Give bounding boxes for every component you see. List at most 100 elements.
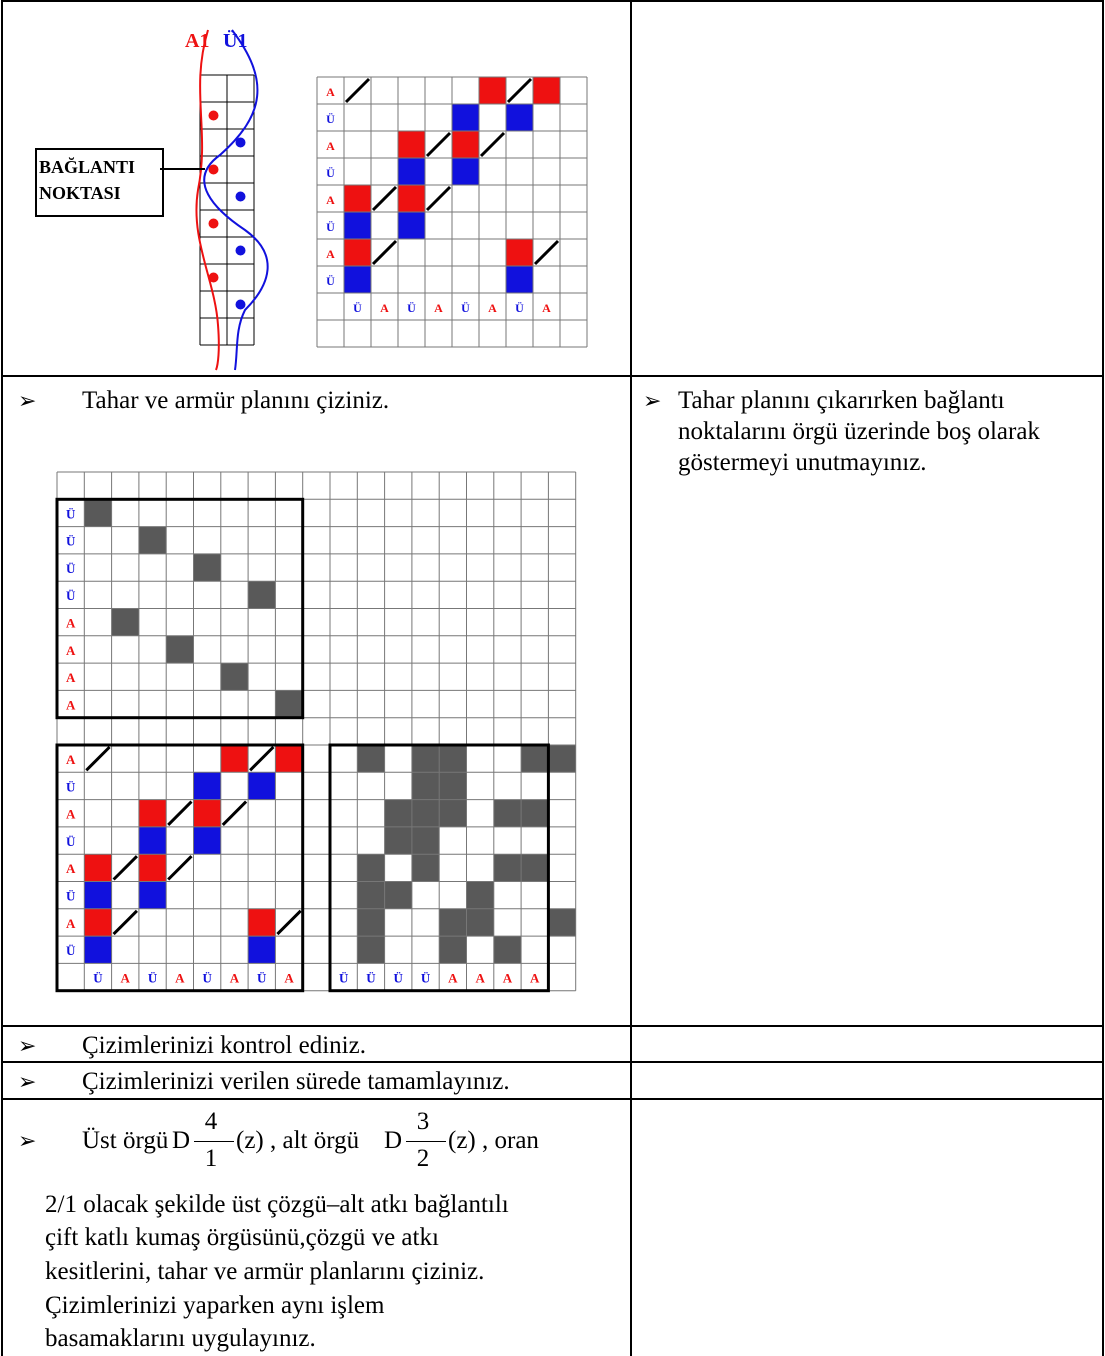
armur-lift-cell [439, 772, 467, 800]
warp-up-blue-cell [398, 212, 425, 239]
tahar-threading-cell [138, 526, 167, 554]
armur-lift-cell [493, 854, 522, 882]
armur-column-label: A [448, 970, 458, 985]
upper-weave-numerator: 4 [204, 1108, 218, 1135]
armur-lift-cell [466, 881, 494, 909]
bullet-icon: ➢ [643, 388, 662, 413]
warp-up-red-cell [452, 131, 479, 158]
bullet-icon: ➢ [18, 1128, 37, 1153]
tahar-threading-cell [111, 608, 139, 636]
warp-up-blue-cell [248, 772, 276, 800]
upper-weft-dot [235, 137, 246, 148]
armur-lift-cell [439, 745, 467, 773]
armur-lift-cell [357, 881, 385, 909]
tahar-row-label: Ü [66, 561, 76, 576]
armur-lift-cell [521, 799, 549, 827]
warp-up-blue-cell [193, 772, 221, 800]
warp-up-red-cell [479, 77, 506, 104]
row-label: Ü [326, 220, 335, 234]
warp-up-red-cell [84, 908, 112, 937]
armur-lift-cell [548, 745, 576, 773]
exercise-line-2: çift katlı kumaş örgüsünü,çözgü ve atkı [45, 1224, 439, 1251]
armur-lift-cell [357, 908, 385, 937]
column-label: A [488, 301, 497, 315]
column-label: Ü [461, 301, 470, 315]
warp-up-blue-cell [193, 826, 221, 855]
warp-up-blue-cell [84, 881, 112, 909]
instruction-draw-plans: Tahar ve armür planını çiziniz. [82, 387, 390, 414]
note-connection-points: Tahar planını çıkarırken bağlantı noktal… [678, 387, 1040, 476]
armur-lift-cell [357, 745, 385, 773]
binding-point-mark [276, 909, 302, 936]
fraction-bar [406, 1141, 446, 1142]
warp-label-a1: A1 [185, 30, 210, 52]
armur-lift-cell [493, 936, 522, 964]
warp-up-blue-cell [138, 826, 167, 855]
weave-row-label: A [66, 807, 76, 822]
connection-point-callout: BAĞLANTI NOKTASI [35, 148, 164, 217]
callout-line-2: NOKTASI [39, 183, 121, 203]
binding-point-mark [425, 185, 452, 212]
weave-column-label: Ü [148, 970, 158, 985]
tahar-row-label: A [66, 697, 76, 712]
armur-lift-cell [411, 745, 440, 773]
armur-lift-cell [384, 826, 412, 855]
binding-point-mark [479, 131, 506, 158]
weave-cross-section-diagram [195, 29, 269, 371]
armur-lift-cell [411, 772, 440, 800]
armur-lift-cell [521, 745, 549, 773]
armur-lift-cell [384, 881, 412, 909]
binding-point-mark [221, 800, 248, 826]
warp-up-blue-cell [452, 104, 479, 131]
lower-weft-dot [208, 164, 219, 175]
armur-column-label: A [475, 970, 485, 985]
callout-leader-line [160, 168, 205, 170]
weave-column-label: Ü [257, 970, 267, 985]
tahar-threading-cell [84, 499, 112, 527]
lower-weft-dot [208, 218, 219, 229]
binding-point-mark [506, 77, 533, 104]
armur-lift-cell [493, 799, 522, 827]
bullet-icon: ➢ [18, 1033, 37, 1058]
armur-lift-cell [439, 908, 467, 937]
armur-lift-cell [411, 799, 440, 827]
exercise-line-1: 2/1 olacak şekilde üst çözgü–alt atkı ba… [45, 1191, 509, 1218]
column-label: A [380, 301, 389, 315]
binding-point-mark [425, 131, 452, 158]
warp-label-u1: Ü1 [223, 30, 248, 52]
warp-up-red-cell [398, 131, 425, 158]
warp-up-red-cell [193, 799, 221, 827]
weave-row-label: Ü [66, 943, 76, 958]
row-label: A [326, 85, 335, 99]
lower-weave-numerator: 3 [416, 1108, 430, 1135]
weave-column-label: Ü [93, 970, 103, 985]
armur-column-label: A [503, 970, 513, 985]
tahar-row-label: A [66, 616, 76, 631]
tahar-row-label: Ü [66, 588, 76, 603]
binding-point-mark [371, 185, 398, 212]
column-label: Ü [353, 301, 362, 315]
row-label: A [326, 193, 335, 207]
column-label: A [434, 301, 443, 315]
weave-row-label: Ü [66, 779, 76, 794]
armur-lift-cell [439, 936, 467, 964]
lower-weave-denominator: 2 [416, 1145, 430, 1172]
bullet-icon: ➢ [18, 1069, 37, 1094]
tahar-threading-cell [275, 690, 303, 718]
binding-point-mark [167, 855, 193, 881]
tahar-plan-frame [55, 497, 305, 720]
warp-up-blue-cell [506, 104, 533, 131]
warp-up-blue-cell [506, 266, 533, 293]
warp-up-red-cell [248, 908, 276, 937]
weave-column-label: A [284, 970, 294, 985]
upper-weft-dot [235, 299, 246, 310]
upper-weave-denominator: 1 [204, 1145, 218, 1172]
upper-weave-label: Üst örgü [82, 1127, 169, 1154]
tahar-threading-cell [248, 581, 276, 609]
warp-up-red-cell [275, 745, 303, 773]
column-label: Ü [407, 301, 416, 315]
binding-point-mark [112, 909, 138, 936]
warp-up-red-cell [84, 854, 112, 882]
